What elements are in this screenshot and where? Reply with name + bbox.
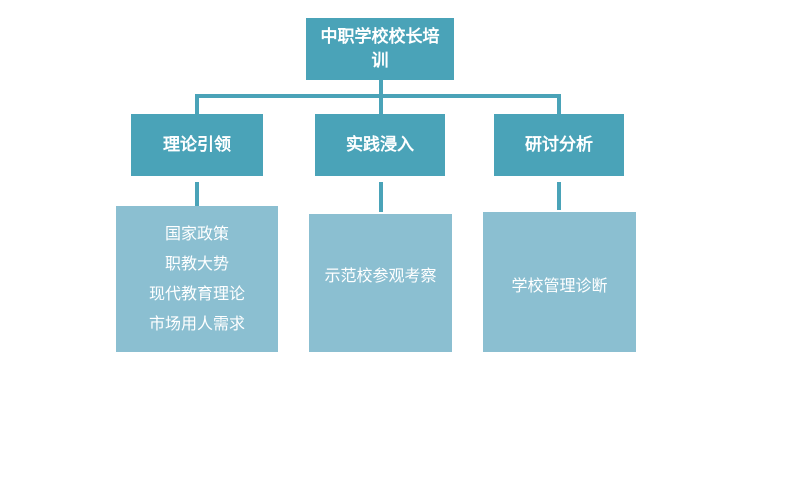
branch-2-connector: [379, 94, 383, 114]
horizontal-connector: [195, 94, 561, 98]
branch-3-detail-connector: [557, 182, 561, 210]
branch-title: 实践浸入: [346, 135, 414, 155]
detail-item: 职教大势: [164, 254, 229, 273]
root-label-line2: 训: [371, 51, 389, 71]
detail-box-discussion: 学校管理诊断: [483, 212, 636, 352]
branch-1-connector: [195, 94, 199, 114]
branch-node-theory: 理论引领: [131, 114, 263, 176]
root-connector: [379, 80, 383, 96]
detail-item: 市场用人需求: [148, 314, 245, 333]
detail-item: 学校管理诊断: [511, 276, 608, 295]
detail-item: 现代教育理论: [148, 284, 245, 303]
branch-2-detail-connector: [379, 182, 383, 212]
branch-title: 理论引领: [163, 135, 231, 155]
root-node: 中职学校校长培 训: [306, 18, 454, 80]
detail-item: 示范校参观考察: [324, 266, 437, 285]
detail-item: 国家政策: [164, 224, 229, 243]
root-label-line1: 中职学校校长培: [320, 27, 440, 47]
branch-node-discussion: 研讨分析: [494, 114, 624, 176]
branch-title: 研讨分析: [525, 135, 593, 155]
branch-1-detail-connector: [195, 182, 199, 206]
detail-box-practice: 示范校参观考察: [309, 214, 452, 352]
branch-3-connector: [557, 94, 561, 114]
detail-box-theory: 国家政策 职教大势 现代教育理论 市场用人需求: [116, 206, 278, 352]
branch-node-practice: 实践浸入: [315, 114, 445, 176]
